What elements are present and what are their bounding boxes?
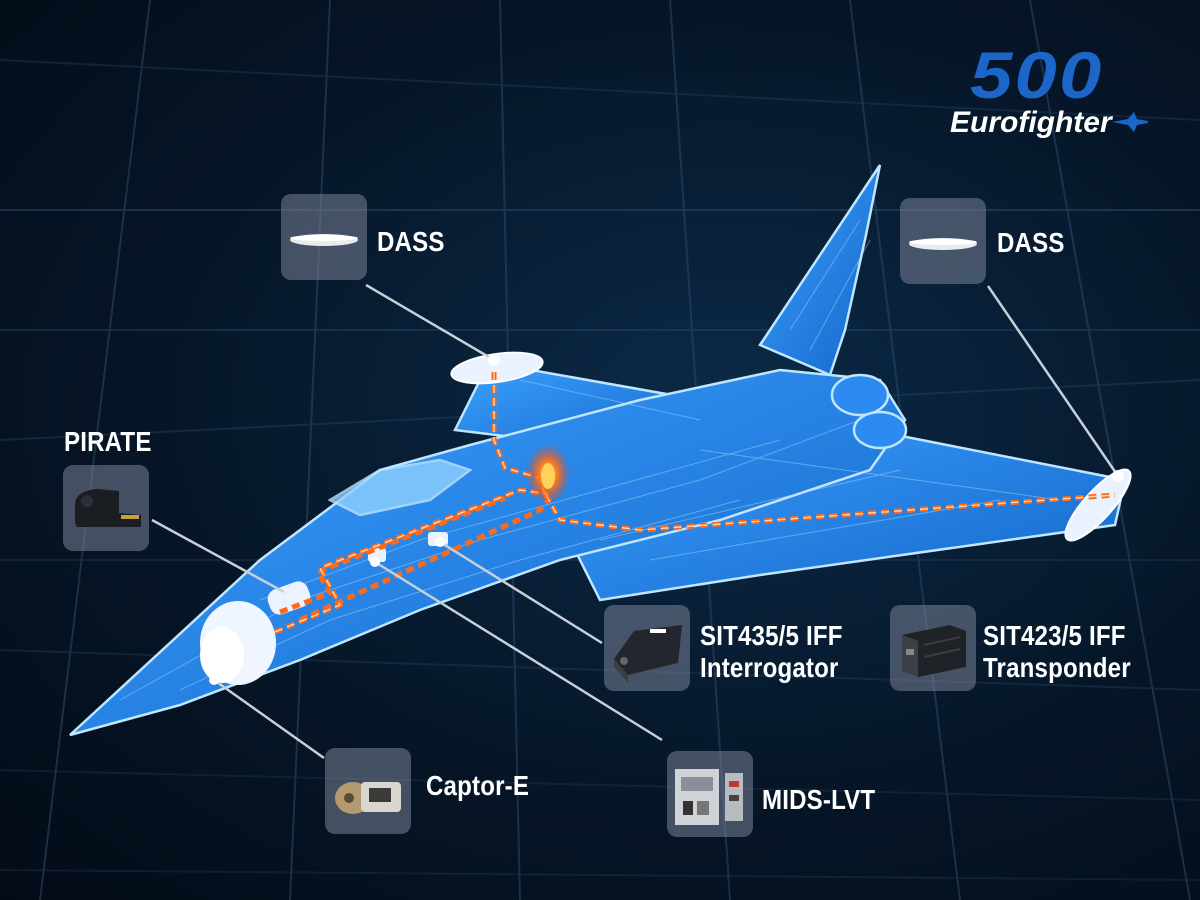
captor-label: Captor-E	[426, 770, 530, 801]
interrogator-unit-icon	[614, 625, 682, 683]
dass-left-label: DASS	[377, 226, 445, 257]
sit435-label-line2: Interrogator	[700, 652, 839, 683]
dass-pod-icon	[909, 238, 977, 250]
sit423-card	[890, 605, 976, 691]
jet-silhouette-icon	[1112, 112, 1148, 132]
pirate-label: PIRATE	[64, 426, 152, 457]
sit423-label: SIT423/5 IFF Transponder	[983, 620, 1131, 684]
fuselage	[69, 368, 907, 737]
mids-label: MIDS-LVT	[762, 784, 876, 815]
dass-pod-right	[1064, 468, 1132, 542]
eurofighter-500-logo: 500 Eurofighter	[940, 40, 1160, 150]
sit435-label: SIT435/5 IFF Interrogator	[700, 620, 843, 684]
mids-terminal-icon	[675, 769, 743, 825]
callout-leaders	[151, 283, 1120, 760]
logo-number: 500	[970, 38, 1104, 112]
sit435-card	[604, 605, 690, 691]
dass-left-card	[281, 194, 367, 280]
mids-card	[667, 751, 753, 837]
pirate-sensor-icon	[75, 489, 141, 527]
engine-nozzle	[830, 373, 890, 417]
dass-right-card	[900, 198, 986, 284]
pirate-card	[63, 465, 149, 551]
dass-right-label: DASS	[997, 227, 1065, 258]
dass-pod-icon	[290, 234, 358, 246]
engine-nozzle	[852, 410, 908, 450]
logo-wordmark: Eurofighter	[950, 106, 1112, 139]
callout-anchors	[209, 354, 1124, 685]
sit423-label-line2: Transponder	[983, 652, 1131, 683]
sit435-label-line1: SIT435/5 IFF	[700, 620, 843, 651]
captor-card	[325, 748, 411, 834]
captor-radar-face	[200, 627, 244, 683]
canopy	[327, 458, 473, 517]
sit423-label-line1: SIT423/5 IFF	[983, 620, 1126, 651]
eurofighter-aircraft	[69, 164, 1127, 737]
radar-icon	[335, 782, 401, 814]
transponder-unit-icon	[902, 625, 966, 677]
vertical-fin	[758, 164, 882, 377]
central-hub	[541, 463, 555, 489]
